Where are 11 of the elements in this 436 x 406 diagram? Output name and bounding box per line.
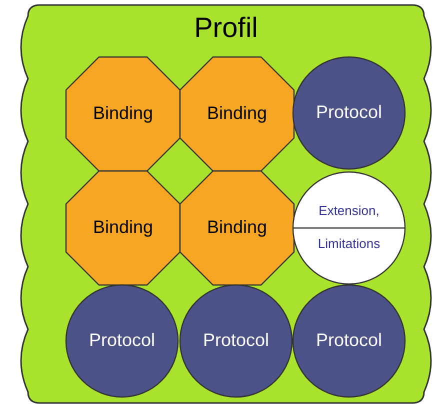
node-label: Protocol [202,330,270,352]
node-label: Binding [206,217,268,238]
node-label: Binding [206,103,268,124]
node-label: Protocol [88,330,156,352]
node-label: Protocol [316,102,382,124]
node-label: Binding [92,103,154,124]
node-label: Binding [92,217,154,238]
node-label: Extension, [318,203,380,218]
node-label: Limitations [318,236,380,251]
node-label: Protocol [316,330,382,352]
panel-title: Profil [194,12,258,44]
